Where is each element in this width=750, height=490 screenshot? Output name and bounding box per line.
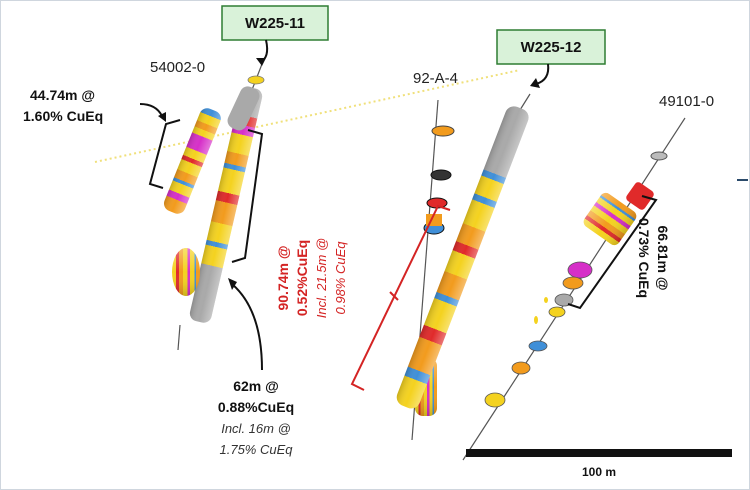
tail-line-left: [177, 324, 181, 351]
tag-w225-11: W225-11: [221, 5, 329, 41]
svg-text:62m @: 62m @: [233, 378, 279, 394]
svg-text:90.74m @: 90.74m @: [275, 245, 291, 310]
core-segment-62m: [189, 87, 263, 323]
arrow-44m-head: [158, 112, 166, 122]
tag-arrow-w225-12-head: [530, 78, 540, 88]
tag-arrow-w225-11-head: [256, 58, 266, 66]
annotation-66m: 66.81m @ 0.73% CuEq: [636, 218, 671, 298]
core-segment-90m: [396, 106, 529, 409]
core-grey-upper: [227, 86, 260, 131]
discs-49101-0: [484, 151, 668, 408]
svg-text:0.52%CuEq: 0.52%CuEq: [294, 240, 310, 316]
core-segment-44m: [164, 108, 221, 214]
annotation-62m: 62m @ 0.88%CuEq Incl. 16m @ 1.75% CuEq: [218, 378, 294, 457]
svg-text:1.60% CuEq: 1.60% CuEq: [23, 108, 103, 124]
svg-text:66.81m @: 66.81m @: [655, 225, 671, 290]
hole-label-49101-0: 49101-0: [659, 93, 714, 110]
tag-arrow-w225-12: [535, 63, 550, 85]
annotation-44m: 44.74m @ 1.60% CuEq: [23, 87, 103, 124]
tag-w225-12: W225-12: [496, 29, 606, 65]
discs-92-A-4: [423, 125, 455, 235]
svg-text:0.73% CuEq: 0.73% CuEq: [636, 218, 652, 298]
svg-text:1.75% CuEq: 1.75% CuEq: [220, 442, 294, 457]
arrow-62m-head: [228, 278, 237, 290]
arrow-44m: [139, 103, 163, 117]
svg-text:W225-11: W225-11: [245, 15, 305, 32]
bracket-90m-tick: [389, 291, 399, 301]
svg-text:Incl. 21.5m @: Incl. 21.5m @: [314, 238, 329, 318]
bracket-66m: [567, 195, 658, 310]
arrow-62m: [231, 283, 263, 371]
annotation-90m: 90.74m @ 0.52%CuEq Incl. 21.5m @ 0.98% C…: [275, 238, 348, 318]
core-blob-lower-left: [172, 248, 200, 296]
svg-text:0.98% CuEq: 0.98% CuEq: [333, 241, 348, 315]
bracket-90m: [350, 204, 451, 391]
svg-text:Incl. 16m @: Incl. 16m @: [221, 421, 291, 436]
scale-bar-label: 100 m: [582, 465, 616, 479]
collar-line-w225-12: [519, 93, 531, 111]
svg-text:0.88%CuEq: 0.88%CuEq: [218, 399, 294, 415]
bracket-62m: [231, 129, 264, 263]
hole-label-54002-0: 54002-0: [150, 59, 205, 76]
collar-disc: [247, 75, 265, 85]
svg-text:W225-12: W225-12: [521, 39, 582, 56]
hole-label-92-A-4: 92-A-4: [413, 70, 458, 87]
scale-bar: [466, 449, 732, 457]
svg-text:44.74m @: 44.74m @: [30, 87, 95, 103]
bracket-44m: [148, 119, 181, 189]
